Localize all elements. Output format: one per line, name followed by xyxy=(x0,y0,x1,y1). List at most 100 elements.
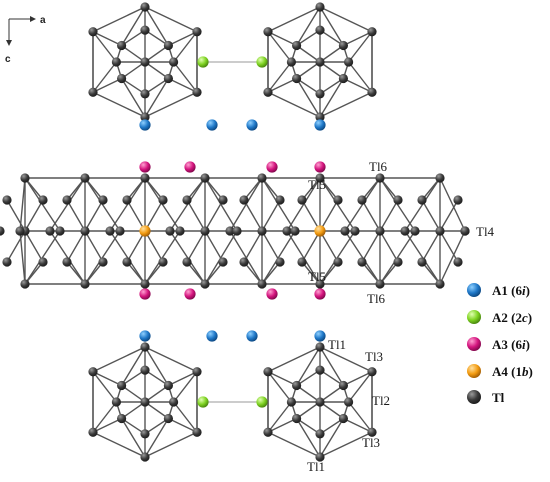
tl-atom-34 xyxy=(192,427,202,437)
a3-atom-146 xyxy=(139,161,151,173)
bond-130 xyxy=(267,401,292,433)
bond-59 xyxy=(343,77,373,93)
tl-atom-106 xyxy=(297,195,307,205)
tl-atom-3 xyxy=(88,87,98,97)
bond-180 xyxy=(204,177,224,201)
tl-atom-94 xyxy=(200,226,210,236)
bond-91 xyxy=(168,371,198,387)
legend-swatch-a1 xyxy=(467,283,481,297)
tl-atom-123 xyxy=(417,195,427,205)
bond-110 xyxy=(319,431,373,458)
bond-57 xyxy=(267,77,297,93)
tl-atom-102 xyxy=(257,279,267,289)
bond-53 xyxy=(267,31,297,47)
tl-atom-19 xyxy=(367,87,377,97)
tl-atom-17 xyxy=(367,27,377,37)
a1-atom-140 xyxy=(246,330,258,342)
tl-atom-11 xyxy=(163,73,173,84)
bond-39 xyxy=(267,91,321,118)
tl-atom-103 xyxy=(257,226,267,236)
tl-atom-14 xyxy=(140,57,150,67)
tl-atom-104 xyxy=(315,173,325,183)
tl-atom-15 xyxy=(315,2,325,12)
bond-82 xyxy=(121,417,146,435)
bond-191 xyxy=(261,261,281,285)
bond-210 xyxy=(379,177,399,201)
tl-atom-77 xyxy=(80,226,90,236)
tl-atom-28 xyxy=(344,57,354,67)
tl-atom-63 xyxy=(0,226,5,236)
bond-128 xyxy=(348,371,373,403)
bond-153 xyxy=(66,261,86,285)
tl-atom-54 xyxy=(338,380,348,391)
legend-item-a3: A3 (6i) xyxy=(467,337,530,352)
bond-41 xyxy=(267,6,321,33)
bond-17 xyxy=(92,31,122,47)
bond-240 xyxy=(439,230,466,285)
a1-atom-141 xyxy=(314,330,326,342)
tl-atom-107 xyxy=(290,226,300,236)
bond-23 xyxy=(168,77,198,93)
label-tl1-top: Tl1 xyxy=(328,337,346,352)
label-tl1-bottom: Tl1 xyxy=(307,459,325,474)
bond-162 xyxy=(126,177,146,201)
bond-150 xyxy=(24,177,44,201)
bond-42 xyxy=(319,29,344,47)
label-tl5-top: Tl5 xyxy=(308,177,326,192)
bond-93 xyxy=(92,417,122,433)
bond-60 xyxy=(348,61,373,93)
bond-27 xyxy=(144,78,169,118)
legend-item-tl: Tl xyxy=(467,390,505,405)
label-tl4: Tl4 xyxy=(476,224,495,239)
tl-atom-78 xyxy=(140,173,150,183)
tl-atom-67 xyxy=(20,279,30,289)
a4-atom-133 xyxy=(314,225,326,237)
bond-173 xyxy=(186,261,206,285)
bond-2 xyxy=(144,91,198,118)
tl-atom-112 xyxy=(375,173,385,183)
tl-atom-12 xyxy=(111,57,121,67)
tl-atom-105 xyxy=(333,195,343,205)
bond-15 xyxy=(121,6,146,46)
tl-atom-38 xyxy=(117,380,127,391)
bond-114 xyxy=(319,369,344,387)
tl-atom-0 xyxy=(140,2,150,12)
bond-55 xyxy=(343,31,373,47)
a3-atom-147 xyxy=(184,161,196,173)
tl-atom-62 xyxy=(2,195,12,205)
bond-46 xyxy=(296,77,321,95)
bond-125 xyxy=(267,371,297,387)
tl-atom-121 xyxy=(435,173,445,183)
bond-151 xyxy=(24,261,44,285)
tl-atom-8 xyxy=(117,40,127,51)
bond-6 xyxy=(144,29,169,47)
tl-atom-66 xyxy=(38,257,48,267)
bond-10 xyxy=(121,77,146,95)
a1-atom-134 xyxy=(139,119,151,131)
tl-atom-60 xyxy=(20,173,30,183)
tl-atom-24 xyxy=(338,40,348,51)
legend-item-a1: A1 (6i) xyxy=(467,283,530,298)
tl-atom-49 xyxy=(367,427,377,437)
bond-5 xyxy=(92,6,146,33)
legend-item-a2: A2 (2c) xyxy=(467,310,532,325)
legend-swatch-a3 xyxy=(467,337,481,351)
bond-131 xyxy=(343,417,373,433)
tl-atom-33 xyxy=(88,427,98,437)
tl-atom-40 xyxy=(117,413,127,424)
bond-85 xyxy=(121,369,146,387)
tl-atom-90 xyxy=(225,226,235,236)
bond-186 xyxy=(261,177,296,232)
a1-atom-137 xyxy=(314,119,326,131)
bond-163 xyxy=(126,261,146,285)
tl-atom-23 xyxy=(292,40,302,51)
tl-atom-128 xyxy=(435,279,445,289)
bond-96 xyxy=(173,401,198,433)
a3-atom-148 xyxy=(266,161,278,173)
bond-92 xyxy=(173,371,198,403)
bond-81 xyxy=(144,417,169,435)
a3-atom-149 xyxy=(314,161,326,173)
bond-51 xyxy=(296,6,321,46)
legend-label-a1: A1 (6i) xyxy=(492,283,530,298)
tl-atom-109 xyxy=(297,257,307,267)
